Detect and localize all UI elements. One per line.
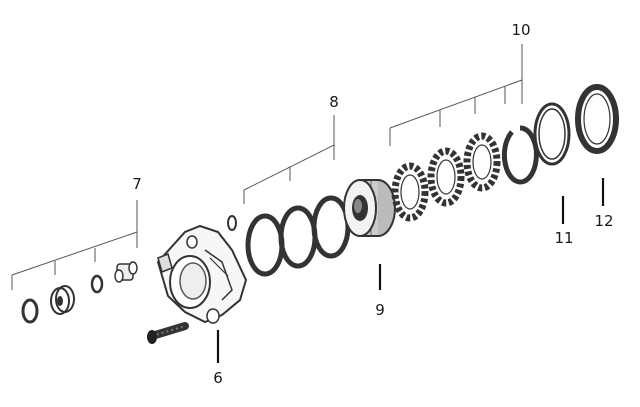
label-7: 7 <box>132 175 142 193</box>
part-nipple-fitting <box>114 261 138 283</box>
part-group-8 <box>243 115 351 277</box>
part-group-7 <box>11 200 138 324</box>
label-8: 8 <box>329 93 339 111</box>
seal-3 <box>311 195 351 259</box>
disc-toothed-1 <box>391 162 429 222</box>
bracket-10 <box>389 79 523 146</box>
part-group-10 <box>389 44 539 222</box>
label-6: 6 <box>213 369 223 387</box>
disc-toothed-2 <box>427 147 465 207</box>
part-o-ring-small <box>21 298 39 324</box>
bracket-8 <box>243 144 335 204</box>
part-washer-small <box>90 274 104 294</box>
label-9: 9 <box>375 301 385 319</box>
part-small-ring <box>227 215 237 231</box>
disc-split-ring <box>501 125 539 185</box>
label-11: 11 <box>554 229 573 247</box>
part-ring-11 <box>533 102 571 166</box>
part-piston-9 <box>343 179 396 237</box>
seal-1 <box>245 213 285 277</box>
label-10: 10 <box>511 21 530 39</box>
part-housing-6 <box>147 215 248 344</box>
part-bolt <box>147 322 189 344</box>
part-seal-12 <box>575 84 619 154</box>
disc-toothed-3 <box>463 132 501 192</box>
part-bushing <box>50 285 75 315</box>
seal-2 <box>278 205 318 269</box>
label-12: 12 <box>594 212 613 230</box>
